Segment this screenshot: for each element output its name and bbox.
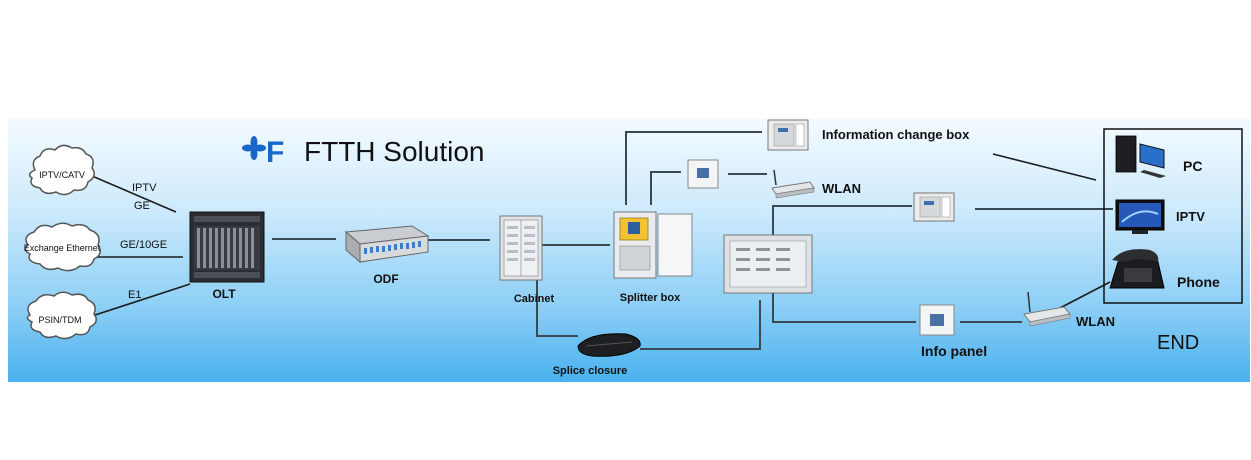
brand-logo: F xyxy=(242,136,284,169)
pc-label: PC xyxy=(1183,158,1202,174)
wall-socket-icon xyxy=(687,159,719,189)
info-change-box-icon xyxy=(767,119,809,151)
iptv-tv-icon xyxy=(1115,199,1165,234)
pc-icon xyxy=(1115,135,1166,178)
brand-title: FTTH Solution xyxy=(304,136,485,167)
splice-closure-icon xyxy=(577,333,641,357)
link-label-ge10ge: GE/10GE xyxy=(120,239,167,251)
olt-device-icon xyxy=(189,211,265,283)
wlan-top-label: WLAN xyxy=(822,181,861,196)
info-panel-icon xyxy=(919,304,955,336)
cloud-exchange-ethernet xyxy=(24,222,101,272)
info-panel-label: Info panel xyxy=(921,343,987,359)
link-label-e1: E1 xyxy=(128,289,141,301)
cloud-iptv-catv xyxy=(28,144,95,196)
svg-text:F: F xyxy=(266,136,284,169)
iptv-label: IPTV xyxy=(1176,209,1205,224)
end-devices-frame xyxy=(1103,128,1243,304)
info-change-box-label: Information change box xyxy=(822,127,970,142)
wlan-bottom-label: WLAN xyxy=(1076,314,1115,329)
odf-device-icon xyxy=(344,225,430,264)
olt-label: OLT xyxy=(212,287,236,301)
wlan-router-bottom-icon xyxy=(1023,291,1071,327)
link-label-ge: GE xyxy=(134,200,150,212)
cloud-iptv-catv-label: IPTV/CATV xyxy=(39,170,85,180)
cabinet-device-icon xyxy=(499,215,543,281)
link-label-iptv: IPTV xyxy=(132,182,157,194)
cloud-psin-tdm xyxy=(26,291,97,340)
odf-label: ODF xyxy=(373,272,398,286)
small-info-box-icon xyxy=(913,192,955,222)
splitter-box-label: Splitter box xyxy=(620,292,681,304)
splice-closure-label: Splice closure xyxy=(553,365,628,377)
end-label: END xyxy=(1157,332,1199,354)
wlan-router-top-icon xyxy=(771,169,815,199)
cabinet-label: Cabinet xyxy=(514,293,555,305)
distribution-box-icon xyxy=(723,234,813,294)
cloud-psin-tdm-label: PSIN/TDM xyxy=(38,315,81,325)
cloud-exchange-ethernet-label: Exchange Ethernet xyxy=(24,243,101,253)
logo-flower-icon xyxy=(242,136,266,160)
phone-icon xyxy=(1109,249,1165,289)
phone-label: Phone xyxy=(1177,274,1220,290)
splitter-box-icon xyxy=(613,211,693,279)
